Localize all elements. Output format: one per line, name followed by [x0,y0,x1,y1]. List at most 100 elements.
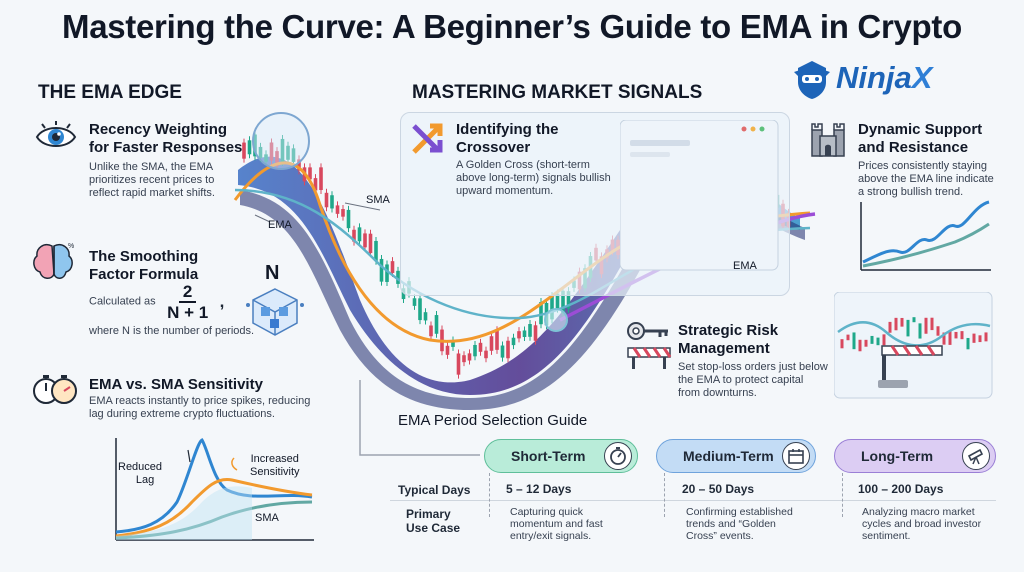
candle [324,192,329,208]
barrier-candle [924,317,928,334]
barrier-candle [840,339,844,349]
key-icon [627,322,668,340]
candle [253,134,257,157]
support-title-1: Dynamic Support [858,121,983,138]
barrier-candle [972,333,976,343]
formula-note: where N is the number of periods. [89,325,255,337]
use-case-label-2: Use Case [406,521,461,535]
increased-sensitivity-label: Increased Sensitivity [250,453,300,479]
barrier-candle [882,334,886,346]
candle [528,324,532,337]
candle [280,138,285,162]
risk-title-1: Strategic Risk [678,322,779,339]
candle [385,264,389,282]
candle [368,233,373,254]
recency-title-2: for Faster Responses [89,139,243,156]
barrier-candle [846,334,850,341]
eye-icon [35,121,77,147]
candle [429,325,433,337]
cube-network-icon [246,288,304,336]
candle [341,209,345,217]
long-term-label: Long-Term [861,448,934,464]
candle [330,195,334,209]
zoom-circle-top [252,112,310,170]
candle [418,298,422,321]
increased-label-2: Sensitivity [250,466,300,478]
panel-mock-window [620,120,779,271]
candle [247,140,252,155]
medium-use-1: Confirming established [686,506,793,518]
barrier-candle [960,331,964,340]
barrier-candle [912,317,916,323]
candle [286,145,290,160]
candle [319,167,323,191]
medium-use-3: Cross” events. [686,530,754,542]
sensitivity-text-1: EMA reacts instantly to price spikes, re… [89,395,311,407]
formula-title-1: The Smoothing [89,248,199,265]
barrier-candle [852,332,856,350]
formula-fraction: 2 N + 1 [163,282,212,322]
formula-title-2: Factor Formula [89,266,199,283]
long-use-3: sentiment. [862,530,911,542]
candle [390,261,395,273]
use-case-label-1: Primary [406,507,451,521]
candle [445,345,450,355]
use-case-label: Primary Use Case [398,507,460,535]
guide-divider [390,500,996,501]
calendar-icon [782,442,810,470]
barrier-candle [906,319,910,337]
candle [434,315,439,334]
candle [467,353,472,361]
candle [506,340,510,359]
candle [363,233,367,248]
long-use-2: cycles and broad investor [862,518,982,530]
support-text-3: a strong bullish trend. [858,186,964,198]
recency-text-1: Unlike the SMA, the EMA [89,161,214,173]
barrier-candle [858,339,862,352]
formula-numerator: 2 [178,282,197,303]
sensitivity-title: EMA vs. SMA Sensitivity [89,376,263,393]
candle [522,330,527,338]
logo-accent: X [911,60,933,95]
barrier-candle [864,339,868,347]
formula-denominator: N + 1 [167,303,209,322]
logo-text: Ninja [836,60,912,95]
candle [302,167,307,182]
candle [258,146,263,159]
short-use-2: momentum and fast [510,518,603,530]
candle [451,340,455,347]
telescope-icon [962,442,990,470]
market-signals-heading: MASTERING MARKET SIGNALS [412,82,703,103]
short-term-label: Short-Term [511,448,586,464]
recency-text-2: prioritizes recent prices to [89,174,215,186]
long-use-1: Analyzing macro market [862,506,975,518]
mini-sma-label: SMA [255,512,279,524]
candle [489,336,494,351]
candle [308,167,312,180]
barrier-candle [966,337,970,350]
period-short-pill: Short-Term [484,439,638,473]
candle [500,345,505,358]
barrier-candle-chart [834,292,993,399]
candle [352,229,356,242]
barrier-candle [918,323,922,339]
barrier-candle [900,317,904,327]
formula-prefix: Calculated as [89,295,156,308]
support-mini-chart [860,200,991,271]
sensitivity-text-2: lag during extreme crypto fluctuations. [89,408,275,420]
short-connector [489,473,490,517]
increased-label-1: Increased [250,453,299,465]
barrier-candle [870,335,874,344]
timer-icon [604,442,632,470]
brain-icon: % [33,243,74,279]
risk-text-2: the EMA to protect capital [678,374,804,386]
barrier-candle [954,331,958,339]
long-connector [842,473,843,517]
cube-label: N [265,262,280,284]
barrier-candle [894,317,898,331]
crossover-text-1: A Golden Cross (short-term [456,159,590,171]
long-term-days: 100 – 200 Days [858,482,944,496]
candle [456,353,461,375]
typical-days-label: Typical Days [398,483,471,497]
sma-label: SMA [366,194,390,206]
